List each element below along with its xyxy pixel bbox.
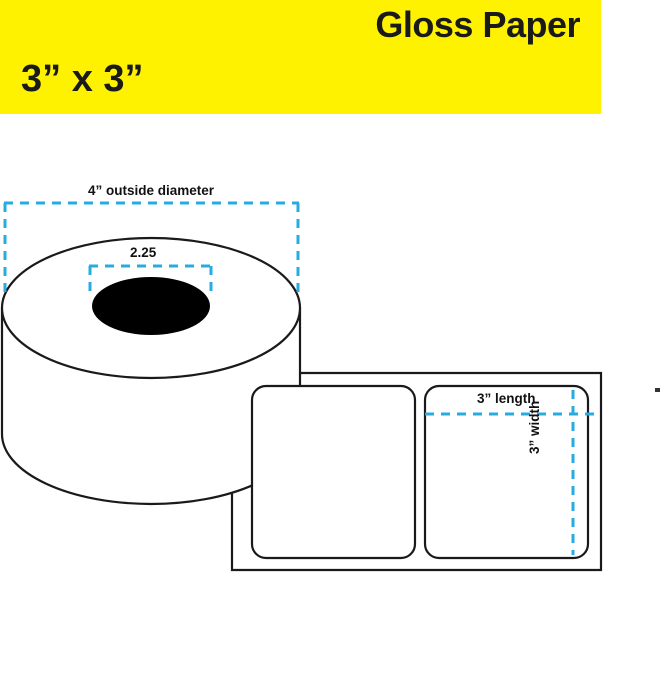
core-diameter-dimension-lines [88,264,213,292]
product-title: Gloss Paper [375,4,580,45]
dimension-label-core-diameter: 2.25 [130,245,157,260]
dimension-label-width: 3” width [527,400,542,454]
label-roll-diagram: 4” outside diameter 2.25 3” length 3” wi… [0,114,669,700]
header-banner: Gloss Paper 3” x 3” [0,0,601,114]
edge-artifact-speck [655,388,660,392]
roll-core-hole [92,277,210,335]
label-size-dimension-lines [425,390,596,555]
dimension-label-length: 3” length [477,391,536,406]
product-size: 3” x 3” [21,58,144,100]
outside-diameter-dimension-lines [3,201,300,292]
label-rect-right [423,384,590,560]
labels-group [250,384,590,560]
label-rect-left [250,384,417,560]
diagram-svg [0,201,660,572]
dimension-label-outside-diameter: 4” outside diameter [88,183,215,198]
